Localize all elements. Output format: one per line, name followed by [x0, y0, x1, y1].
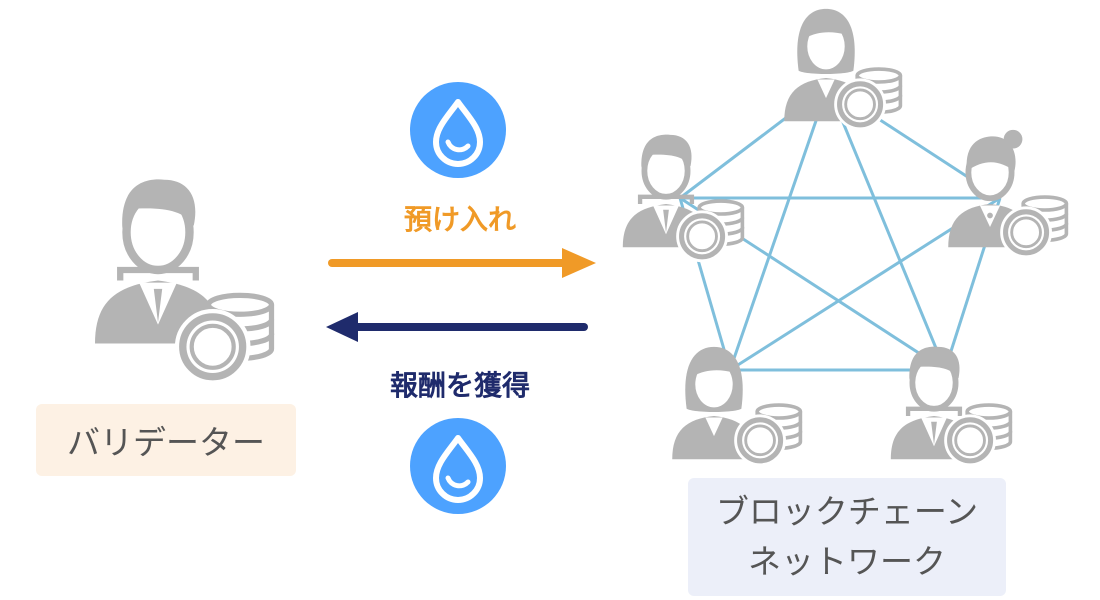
- network-line: [728, 85, 830, 371]
- deposit-label: 預け入れ: [403, 203, 516, 236]
- validator-label: バリデーター: [67, 423, 265, 462]
- coin-stack-icon: [733, 403, 803, 467]
- sui-drop-icon-top: [410, 82, 506, 178]
- reward-label: 報酬を獲得: [389, 369, 530, 402]
- sui-drop-icon-bottom: [410, 418, 506, 514]
- coin-stack-icon: [943, 403, 1013, 467]
- network-label-box: ブロックチェーン ネットワーク: [688, 478, 1006, 596]
- deposit-arrow: [328, 248, 596, 278]
- reward-arrow: [326, 312, 588, 342]
- coin-stack-icon: [833, 67, 903, 131]
- network-label-line2: ネットワーク: [748, 542, 946, 581]
- network-label-line1: ブロックチェーン: [715, 492, 979, 531]
- network-line: [826, 85, 947, 371]
- validator-label-box: バリデーター: [36, 404, 296, 476]
- coin-stack-icon: [999, 195, 1069, 259]
